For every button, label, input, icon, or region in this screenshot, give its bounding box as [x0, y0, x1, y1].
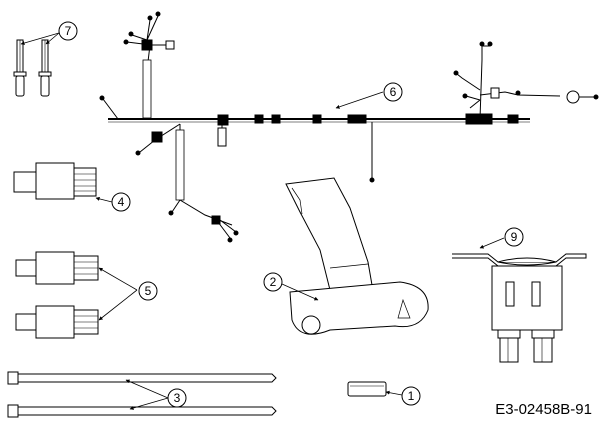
mounting-bracket-2	[285, 177, 429, 335]
relay-module-9	[452, 253, 587, 363]
cable-tie-lower	[7, 404, 277, 418]
connector-housing-4	[13, 162, 97, 200]
wiring-harness	[99, 11, 599, 243]
callout-6: 6	[383, 82, 403, 102]
connector-upper	[15, 251, 99, 285]
leader-line-9	[479, 237, 505, 249]
callout-9: 9	[504, 227, 524, 247]
callout-label: 9	[511, 230, 518, 244]
callout-5: 5	[138, 281, 158, 301]
cable-tie-upper	[7, 371, 277, 385]
callout-label: 2	[270, 275, 277, 289]
callout-label: 7	[65, 24, 72, 38]
leader-line-2	[281, 283, 319, 301]
leader-lines-5	[98, 267, 138, 321]
callout-2: 2	[263, 272, 283, 292]
callout-4: 4	[111, 192, 131, 212]
leader-line-6	[335, 91, 384, 109]
callout-label: 4	[118, 195, 125, 209]
push-rivet-left	[13, 39, 27, 97]
callout-label: 3	[174, 391, 181, 405]
callout-1: 1	[401, 386, 421, 406]
push-rivet-pair	[13, 39, 52, 97]
callout-label: 1	[408, 389, 415, 403]
leader-lines-3	[125, 379, 169, 410]
callout-label: 6	[390, 85, 397, 99]
callout-3: 3	[167, 388, 187, 408]
foam-pad-1	[347, 381, 387, 397]
callout-label: 5	[145, 284, 152, 298]
diagram-reference-code: E3-02458B-91	[495, 401, 592, 418]
leader-line-1	[385, 390, 403, 396]
callout-7: 7	[58, 21, 78, 41]
connector-pair-5	[15, 251, 99, 339]
cable-tie-pair-3	[7, 371, 277, 418]
push-rivet-right	[38, 39, 52, 97]
leader-lines-7	[20, 32, 60, 45]
leader-line-4	[95, 196, 113, 203]
connector-lower	[15, 305, 99, 339]
